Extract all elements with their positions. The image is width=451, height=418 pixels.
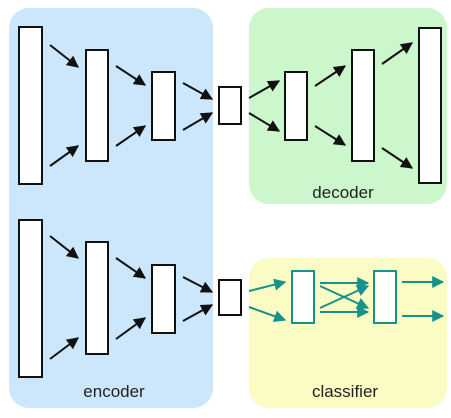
- arrow-dec-3b: [381, 147, 413, 169]
- arrow-cls-in-a: [248, 278, 287, 292]
- classifier-hidden-layer: [291, 270, 315, 324]
- decoder-hidden-layer-1: [284, 71, 308, 141]
- classifier-output-layer: [373, 270, 397, 324]
- encoder-bottom-hidden-layer-2: [151, 264, 176, 334]
- arrow-enc-bot-1a: [49, 235, 79, 259]
- arrow-enc-bot-3b: [182, 304, 214, 322]
- arrow-enc-top-3b: [182, 112, 214, 131]
- decoder-hidden-layer-2: [351, 49, 375, 162]
- encoder-bottom-hidden-layer-1: [85, 241, 109, 355]
- arrow-enc-bot-2a: [115, 257, 146, 279]
- encoder-top-input-layer: [18, 26, 43, 185]
- arrow-enc-top-1a: [49, 44, 79, 68]
- arrow-enc-top-2a: [115, 65, 147, 86]
- decoder-output-layer: [418, 27, 442, 184]
- decoder-region: [249, 8, 447, 204]
- latent-code-top: [218, 86, 242, 125]
- encoder-top-hidden-layer-2: [151, 71, 176, 141]
- arrow-enc-top-3a: [182, 82, 214, 100]
- arrow-cls-mid-4: [319, 285, 370, 309]
- encoder-label: encoder: [83, 382, 145, 401]
- arrow-enc-top-1b: [49, 145, 79, 167]
- arrow-enc-bot-3a: [182, 276, 214, 293]
- decoder-label: decoder: [312, 183, 374, 202]
- arrow-dec-1b: [248, 112, 281, 132]
- arrow-dec-1a: [248, 80, 281, 99]
- encoder-bottom-input-layer: [18, 219, 43, 378]
- arrow-enc-top-2b: [115, 125, 146, 147]
- latent-code-bottom: [218, 279, 242, 316]
- arrow-enc-bot-1b: [49, 337, 79, 360]
- encoder-top-hidden-layer-1: [85, 49, 109, 162]
- arrow-dec-2a: [314, 65, 346, 87]
- arrow-dec-3a: [381, 42, 413, 65]
- classifier-label: classifier: [312, 382, 378, 401]
- arrow-cls-in-b: [248, 306, 287, 322]
- arrow-enc-bot-2b: [115, 317, 146, 340]
- arrow-dec-2b: [314, 125, 347, 146]
